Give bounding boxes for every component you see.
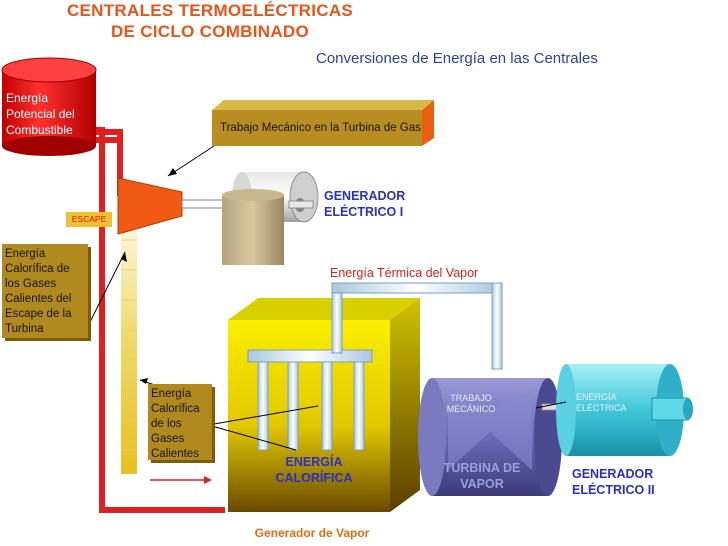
label-energia-calorifica-escape: Energía Calorífica de los Gases Caliente… (2, 244, 88, 338)
label-generador-2: GENERADOR ELÉCTRICO II (572, 467, 655, 497)
label-box-3d-side (422, 100, 434, 146)
label-trabajo-mecanico-gas: Trabajo Mecánico en la Turbina de Gas (212, 110, 422, 146)
label-energia-calorifica-gases: Energía Calorífica de los Gases Caliente… (148, 384, 212, 460)
label-generador-vapor: Generador de Vapor (254, 526, 370, 540)
label-turbina-vapor: TURBINA DE VAPOR (443, 461, 521, 491)
heat-arrow (150, 476, 212, 484)
label-box-3d-top (212, 100, 434, 110)
exhaust-column (121, 212, 137, 474)
generator-1 (222, 171, 319, 265)
gas-turbine-shaft (181, 199, 229, 209)
subtitle: Conversiones de Energía en las Centrales (316, 50, 598, 67)
title-line-1: CENTRALES TERMOELÉCTRICAS (66, 1, 354, 20)
fuel-feed-pipe (96, 129, 123, 180)
boiler-tubes (247, 349, 373, 451)
label-generador-1: GENERADOR ELÉCTRICO I (324, 189, 406, 219)
steam-pipe (331, 282, 503, 370)
label-energia-termica-vapor: Energía Térmica del Vapor (330, 266, 479, 280)
exhaust-stripes (121, 239, 137, 451)
label-energia-calorifica: ENERGÍA CALORÍFICA (275, 455, 353, 485)
generator-2 (556, 364, 693, 456)
label-trabajo-mecanico: TRABAJO MECÁNICO (446, 393, 496, 414)
steam-turbine (418, 378, 562, 496)
gas-turbine (117, 177, 183, 235)
label-energia-electrica: ENERGÍA ELÉCTRICA (576, 392, 627, 413)
title-line-2: DE CICLO COMBINADO (110, 22, 310, 41)
fuel-tank (1, 57, 97, 156)
label-energia-potencial: Energía Potencial del Combustible (6, 91, 75, 137)
label-escape: ESCAPE (66, 212, 112, 227)
arrow-heads (121, 168, 177, 384)
